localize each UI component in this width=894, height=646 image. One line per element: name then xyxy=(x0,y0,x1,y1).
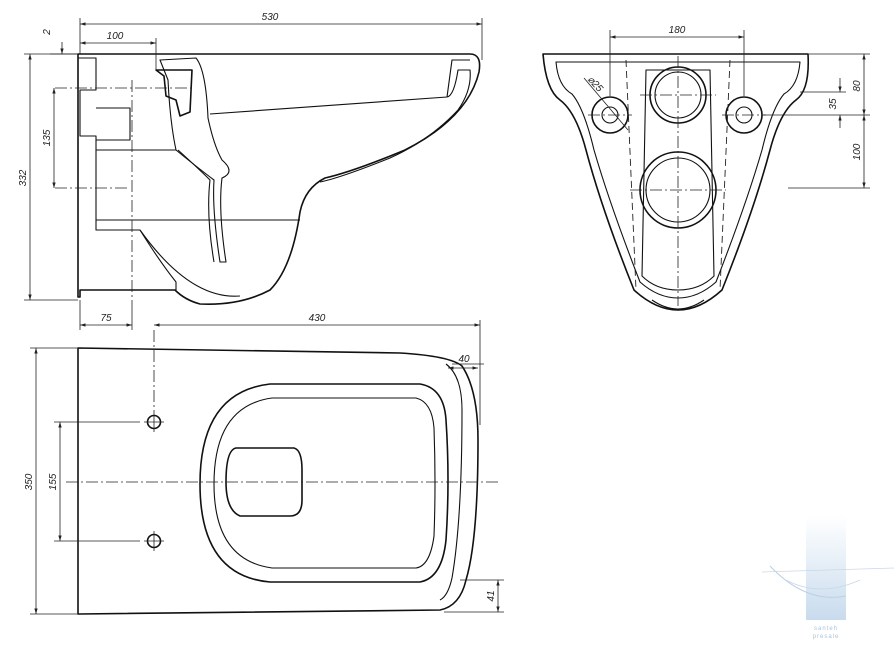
plan-view: 430 40 350 155 41 xyxy=(24,313,504,615)
plan-outlet xyxy=(225,447,303,517)
rear-channel xyxy=(641,69,715,291)
plan-bowl-outer xyxy=(199,383,449,583)
upper-outlet-ring xyxy=(649,66,707,124)
side-rim-line xyxy=(446,59,470,98)
plan-outer-outline xyxy=(77,347,479,615)
rear-outer-profile xyxy=(542,53,810,311)
dim-plan-length: 430 xyxy=(309,313,326,324)
dim-height-total: 332 xyxy=(18,169,29,186)
dim-fixing-centers: 180 xyxy=(669,25,686,36)
dim-bolt-spacing: 155 xyxy=(48,473,59,490)
side-outer-profile xyxy=(77,53,481,306)
dim-outlet-offset: 100 xyxy=(107,31,124,42)
side-lower-shelf xyxy=(96,219,300,297)
dim-bottom-offset: 75 xyxy=(100,313,112,324)
side-bowl-inner xyxy=(209,69,471,183)
dim-plan-width: 350 xyxy=(24,473,35,490)
rear-view: 180 80 35 100 ⌀25 xyxy=(542,25,870,311)
watermark-logo: santeh presale xyxy=(761,516,894,640)
dim-rear-offset: 41 xyxy=(486,590,497,601)
dim-overall-length: 530 xyxy=(262,12,279,23)
dim-hole-diameter: ⌀25 xyxy=(585,74,605,94)
rear-base-arc xyxy=(651,299,705,310)
side-trap-outer xyxy=(159,57,230,263)
side-trap-inner xyxy=(177,149,215,263)
dim-pipe-height: 100 xyxy=(852,143,863,160)
side-back-steps xyxy=(78,57,131,150)
dim-top-offset: 2 xyxy=(42,29,53,36)
dim-hole-offset: 35 xyxy=(828,98,839,110)
plan-bowl-inner xyxy=(213,397,436,569)
watermark-line1: santeh xyxy=(814,626,838,632)
side-flush-inlet xyxy=(155,69,193,117)
plan-rim-outline xyxy=(439,363,463,601)
dim-fixing-height: 80 xyxy=(852,80,863,92)
side-view: 530 100 2 332 135 75 xyxy=(18,12,483,330)
dim-rim-offset: 40 xyxy=(458,354,470,365)
watermark-line2: presale xyxy=(813,634,840,640)
dim-outlet-height: 135 xyxy=(42,129,53,146)
